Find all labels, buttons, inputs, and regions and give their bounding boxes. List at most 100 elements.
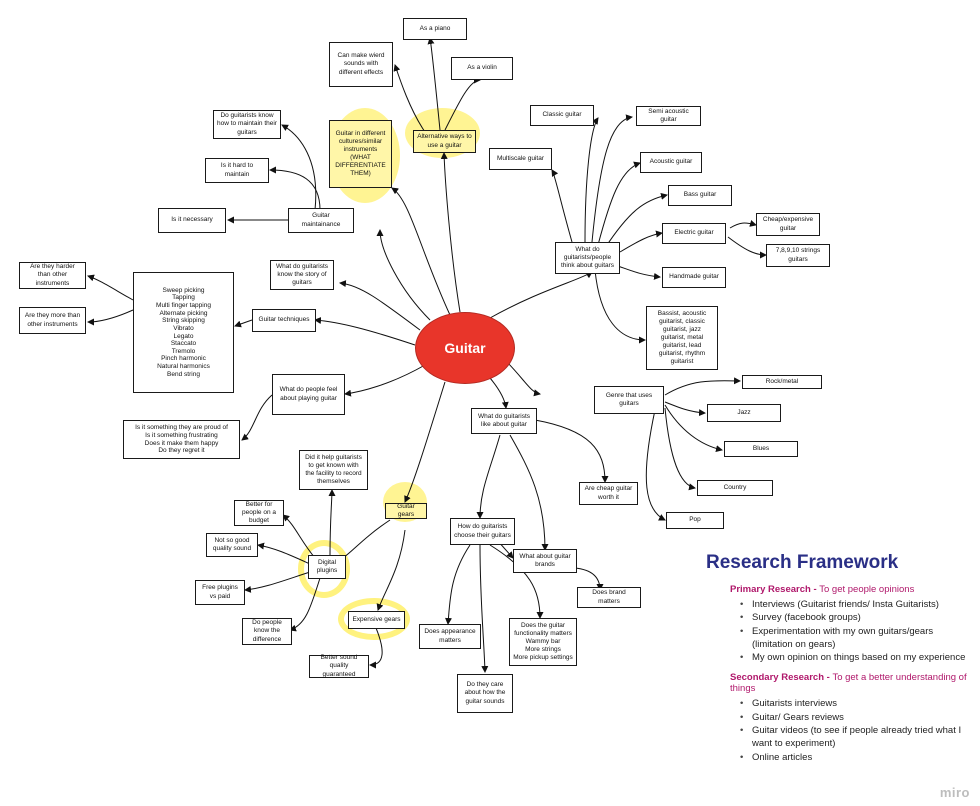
node-free-plugins[interactable]: Free plugins vs paid [195, 580, 245, 605]
node-harder[interactable]: Are they harder than other instruments [19, 262, 86, 289]
link [664, 401, 706, 417]
node-know-story[interactable]: What do guitarists know the story of gui… [270, 260, 334, 290]
node-budget[interactable]: Better for people on a budget [234, 500, 284, 526]
center-node[interactable]: Guitar [415, 312, 515, 384]
list-item: My own opinion on things based on my exp… [740, 651, 976, 665]
node-appearance[interactable]: Does appearance matters [419, 624, 481, 649]
node-digital-plugins[interactable]: Digital plugins [308, 555, 346, 579]
link [597, 161, 641, 246]
node-hard-maintain[interactable]: Is it hard to maintain [205, 158, 269, 183]
node-country[interactable]: Country [697, 480, 773, 496]
node-weird-sounds[interactable]: Can make wierd sounds with different eff… [329, 42, 393, 87]
node-record[interactable]: Did it help guitarists to get known with… [299, 450, 368, 490]
link [257, 542, 311, 565]
link [376, 529, 406, 611]
research-framework: Research Framework Primary Research - To… [706, 552, 976, 772]
node-guitar-techniques[interactable]: Guitar techniques [252, 309, 316, 332]
node-cheap-worth[interactable]: Are cheap guitar worth it [579, 482, 638, 505]
node-proud[interactable]: Is it something they are proud of Is it … [123, 420, 240, 459]
primary-label: Primary Research - [730, 584, 820, 595]
secondary-list: Guitarists interviews Guitar/ Gears revi… [706, 697, 976, 765]
link [404, 381, 446, 503]
node-electric[interactable]: Electric guitar [662, 223, 726, 244]
link [584, 117, 599, 243]
node-what-think[interactable]: What do guitarists/people think about gu… [555, 242, 620, 274]
link [87, 274, 134, 301]
node-better-sound[interactable]: Better sound quality guaranteed [309, 654, 369, 678]
node-maintain-know[interactable]: Do guitarists know how to maintain their… [213, 110, 281, 139]
link [445, 544, 471, 625]
node-jazz[interactable]: Jazz [707, 404, 781, 422]
list-item: Guitar videos (to see if people already … [740, 724, 976, 751]
list-item: Interviews (Guitarist friends/ Insta Gui… [740, 598, 976, 612]
node-brands[interactable]: What about guitar brands [513, 549, 577, 573]
node-guitarist-types[interactable]: Bassist, acoustic guitarist, classic gui… [646, 306, 718, 370]
node-how-choose[interactable]: How do guitarists choose their guitars [450, 518, 515, 545]
node-care-sound[interactable]: Do they care about how the guitar sounds [457, 674, 513, 713]
node-acoustic[interactable]: Acoustic guitar [640, 152, 702, 173]
link [369, 627, 383, 669]
link [244, 571, 311, 593]
link [376, 229, 431, 321]
node-know-difference[interactable]: Do people know the difference [242, 618, 292, 645]
node-genre[interactable]: Genre that uses guitars [594, 386, 664, 414]
node-techniques-list[interactable]: Sweep picking Tapping Multi finger tappi… [133, 272, 234, 393]
node-guitar-gears[interactable]: Guitar gears [385, 503, 427, 519]
node-cheap-expensive[interactable]: Cheap/expensive guitar [756, 213, 820, 236]
list-item: Survey (facebook groups) [740, 611, 976, 625]
link [591, 114, 633, 243]
node-handmade[interactable]: Handmade guitar [662, 267, 726, 288]
node-not-good[interactable]: Not so good quality sound [206, 533, 258, 557]
link [551, 169, 573, 243]
node-brand-matters[interactable]: Does brand matters [577, 587, 641, 608]
link [269, 166, 321, 211]
node-is-necessary[interactable]: Is it necessary [158, 208, 226, 233]
link [476, 434, 501, 519]
node-guitar-maintenance[interactable]: Guitar maintainance [288, 208, 354, 233]
node-bass[interactable]: Bass guitar [668, 185, 732, 206]
node-functionality[interactable]: Does the guitar functionality matters Wa… [509, 618, 577, 666]
node-strings[interactable]: 7,8,9,10 strings guitars [766, 244, 830, 267]
node-classic-guitar[interactable]: Classic guitar [530, 105, 594, 126]
node-feel-playing[interactable]: What do people feel about playing guitar [272, 374, 345, 415]
node-multiscale[interactable]: Multiscale guitar [489, 148, 552, 170]
node-what-like[interactable]: What do guitarists like about guitar [471, 408, 537, 434]
link [645, 409, 666, 521]
node-expensive-gears[interactable]: Expensive gears [348, 611, 405, 629]
node-alternative-ways[interactable]: Alternative ways to use a guitar [413, 130, 476, 153]
node-as-violin[interactable]: As a violin [451, 57, 513, 80]
primary-desc: To get people opinions [819, 584, 915, 595]
node-pop[interactable]: Pop [666, 512, 724, 529]
node-semi-acoustic[interactable]: Semi acoustic guitar [636, 106, 701, 126]
link [479, 544, 489, 673]
secondary-desc: To get a better understanding of things [730, 672, 967, 695]
link [619, 230, 663, 253]
link [604, 192, 668, 249]
link [391, 187, 451, 316]
list-item: Guitar/ Gears reviews [740, 711, 976, 725]
list-item: Online articles [740, 751, 976, 765]
node-guitar-cultures[interactable]: Guitar in different cultures/similar ins… [329, 120, 392, 188]
link [344, 364, 426, 397]
node-rock[interactable]: Rock/metal [742, 375, 822, 389]
node-as-piano[interactable]: As a piano [403, 18, 467, 40]
secondary-heading: Secondary Research - To get a better und… [730, 672, 976, 694]
link [614, 264, 661, 280]
primary-list: Interviews (Guitarist friends/ Insta Gui… [706, 598, 976, 665]
primary-heading: Primary Research - To get people opinion… [730, 584, 976, 595]
link [289, 577, 321, 632]
framework-title: Research Framework [706, 552, 899, 573]
miro-watermark: miro [939, 785, 970, 800]
link [393, 64, 426, 133]
link [440, 152, 461, 313]
node-blues[interactable]: Blues [724, 441, 798, 457]
link [427, 37, 441, 131]
link [504, 359, 541, 397]
link [282, 514, 316, 559]
link [87, 309, 134, 326]
link [509, 434, 549, 551]
list-item: Experimentation with my own guitars/gear… [740, 625, 976, 652]
node-more[interactable]: Are they more than other instruments [19, 307, 86, 334]
link [727, 236, 767, 259]
